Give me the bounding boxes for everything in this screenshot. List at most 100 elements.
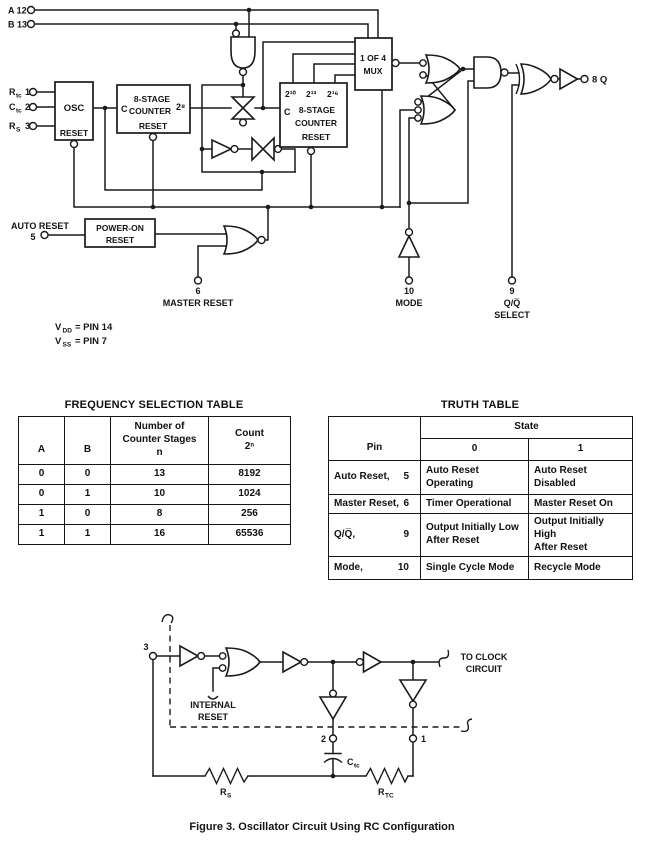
state0-cell: Timer Operational: [420, 494, 529, 514]
counter1-reset-bubble: [148, 132, 158, 142]
qq-select-line1: Q/Q̅: [504, 298, 521, 308]
master-reset-pin: 6 MASTER RESET: [163, 276, 234, 308]
transmission-gate-1: [230, 96, 256, 127]
counter1-reset-label: RESET: [139, 121, 168, 131]
fig3-pin3-terminal: 3: [143, 642, 158, 661]
fig3-dots: [330, 659, 416, 779]
master-reset-label: MASTER RESET: [163, 298, 234, 308]
fig3-right-inverter: [355, 650, 383, 674]
truth-header-row-01: 0 1: [329, 438, 634, 461]
q-output-label: 8 Q: [592, 75, 607, 86]
auto-reset-pin: AUTO RESET 5: [11, 221, 69, 242]
osc-reset-label: RESET: [60, 128, 89, 138]
state1-cell: Recycle Mode: [527, 556, 634, 581]
node1-label: 1: [421, 734, 426, 744]
table-row: Auto Reset,5 Auto Reset Operating Auto R…: [328, 460, 634, 495]
vdd-sub: DD: [63, 328, 73, 335]
ctc-cap-sub: tc: [354, 763, 360, 770]
pin3-label: 3: [143, 642, 148, 652]
break-symbol: [207, 695, 219, 700]
state1-cell: Auto Reset Disabled: [527, 460, 634, 495]
rs-resistor-sub: S: [227, 793, 232, 800]
junction-dots: [102, 7, 466, 210]
mux-block: 1 OF 4 MUX: [354, 37, 400, 91]
vss-note: V SS = PIN 7: [55, 336, 107, 349]
counter2-block: 2¹⁰ 2¹³ 2¹⁶ C 8-STAGE COUNTER RESET: [279, 82, 348, 156]
frequency-table-header-row: A B Number of Counter Stages n Count 2ⁿ: [18, 416, 291, 465]
rtc-resistor: R TC: [365, 766, 409, 800]
cell-b: 1: [64, 484, 111, 505]
break-symbol: [161, 613, 174, 624]
rs-num: 3: [25, 121, 30, 131]
table-row: 0 0 13 8192: [18, 464, 291, 485]
feedback-inverter: [211, 138, 239, 160]
pin-ctc: C tc 2: [9, 102, 38, 115]
ctc-num: 2: [25, 102, 30, 112]
pin-name: Master Reset,: [334, 497, 400, 509]
state0-header: 0: [420, 438, 529, 461]
pin-rs: R S 3: [9, 121, 38, 134]
break-symbol: [460, 718, 473, 733]
mode-buffer: [397, 227, 421, 258]
transmission-gate-2: [251, 136, 283, 162]
break-symbol: [438, 649, 450, 668]
to-clock-line1: TO CLOCK: [461, 652, 508, 662]
vdd-note: V DD = PIN 14: [55, 322, 113, 335]
osc-reset-bubble: [69, 139, 79, 149]
fig3-middle-inverter: [282, 650, 309, 674]
counter1-block: C 8-STAGE COUNTER 2⁸ RESET: [116, 84, 191, 142]
rs-sub: S: [16, 127, 21, 134]
figure3-caption: Figure 3. Oscillator Circuit Using RC Co…: [189, 821, 455, 833]
truth-table: Pin State 0 1 Auto Reset,5 Auto Reset Op…: [328, 416, 634, 581]
table-row: Master Reset,6 Timer Operational Master …: [328, 494, 634, 514]
auto-reset-label: AUTO RESET: [11, 221, 69, 231]
table-row: Mode,10 Single Cycle Mode Recycle Mode: [328, 556, 634, 581]
mode-pin: 10 MODE: [396, 276, 423, 308]
auto-reset-num: 5: [30, 232, 35, 242]
rs-resistor: R S: [204, 766, 249, 800]
fig3-wires: [152, 655, 439, 777]
cell-n: 10: [110, 484, 209, 505]
counter1-line1: 8-STAGE: [134, 94, 171, 104]
fig3-dashed-boundary: [161, 613, 473, 733]
por-line1: POWER-ON: [96, 223, 144, 233]
cell-b: 1: [64, 524, 111, 545]
pin-number: 5: [403, 471, 409, 483]
cell-a: 0: [18, 484, 65, 505]
latch-top-gate: [419, 54, 461, 84]
pin-column-header: Pin: [328, 416, 421, 461]
truth-header-row-state: Pin State: [328, 416, 634, 461]
fig3-down-inverter-b: [398, 679, 428, 709]
osc-block: OSC RESET: [54, 81, 94, 149]
pin-name: Mode,: [334, 561, 363, 573]
pin-name: Q/Q̅,: [334, 528, 356, 540]
fig3-reset-gate: [218, 647, 261, 677]
internal-reset-line2: RESET: [198, 712, 229, 722]
frequency-selection-table: A B Number of Counter Stages n Count 2ⁿ …: [18, 416, 291, 545]
mux-line1: 1 OF 4: [360, 53, 386, 63]
cell-n: 8: [110, 504, 209, 525]
pin-number: 6: [403, 497, 409, 509]
mode-num: 10: [404, 286, 414, 296]
cell-a: 0: [18, 464, 65, 485]
osc-label: OSC: [64, 103, 85, 114]
ctc-capacitor: C tc: [323, 752, 360, 770]
mode-label: MODE: [396, 298, 423, 308]
counter2-reset-label: RESET: [302, 132, 331, 142]
counter2-line2: COUNTER: [295, 118, 337, 128]
ctc-cap-label: C: [347, 757, 354, 767]
cell-a: 1: [18, 504, 65, 525]
pin-rtc: R tc 1: [9, 87, 38, 100]
node2-label: 2: [321, 734, 326, 744]
counter2-line1: 8-STAGE: [299, 105, 336, 115]
ctc-label: C: [9, 102, 16, 112]
table-row: Q/Q̅,9 Output Initially Low After Reset …: [328, 512, 634, 558]
mux-line2: MUX: [364, 66, 383, 76]
cell-count: 8192: [208, 464, 291, 485]
state1-cell: Output Initially High After Reset: [527, 512, 634, 558]
pin-number: 9: [403, 528, 409, 540]
counter1-2p8-label: 2⁸: [176, 102, 185, 112]
counter1-line2: COUNTER: [129, 106, 171, 116]
state0-cell: Auto Reset Operating: [420, 460, 529, 495]
